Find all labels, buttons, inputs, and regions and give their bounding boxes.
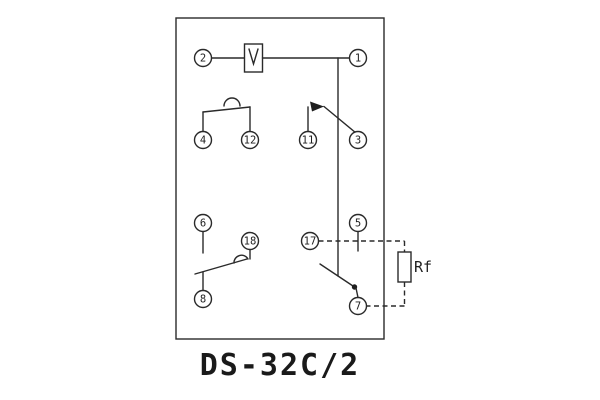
contact-5-7 — [319, 230, 359, 299]
coil-v-mark — [248, 48, 259, 67]
diagram-border — [175, 17, 385, 340]
terminal-number: 11 — [302, 135, 315, 147]
coil-box — [243, 43, 264, 73]
terminal-circle — [240, 231, 260, 251]
contact-blade-7 — [319, 263, 357, 289]
terminal-17: 17 — [300, 231, 320, 251]
terminal-circle — [348, 296, 368, 316]
terminal-circle — [348, 130, 368, 150]
resistor-label: Rf — [414, 258, 432, 276]
terminal-number: 1 — [355, 53, 361, 65]
contact-blade-8-18 — [194, 258, 248, 275]
terminal-circle — [300, 231, 320, 251]
coil-circuit — [210, 43, 351, 73]
terminal-11: 11 — [298, 130, 318, 150]
terminal-number: 3 — [355, 135, 361, 147]
terminal-12: 12 — [240, 130, 260, 150]
terminal-number: 6 — [200, 218, 206, 230]
terminal-8: 8 — [193, 289, 213, 309]
terminal-number: 17 — [304, 236, 317, 248]
contact-6-18-8 — [194, 230, 251, 292]
wire-terminal7-up — [355, 287, 359, 299]
terminal-1: 1 — [348, 48, 368, 68]
terminal-circle — [193, 289, 213, 309]
external-resistor-circuit: Rf — [318, 240, 432, 307]
delay-arc-icon — [223, 97, 241, 107]
terminal-number: 5 — [355, 218, 361, 230]
contact-blade-11-3 — [323, 105, 357, 134]
terminal-2: 2 — [193, 48, 213, 68]
terminal-circle — [193, 130, 213, 150]
terminal-3: 3 — [348, 130, 368, 150]
terminal-5: 5 — [348, 213, 368, 233]
terminal-4: 4 — [193, 130, 213, 150]
terminal-number: 7 — [355, 301, 361, 313]
terminal-circle — [348, 48, 368, 68]
coil-symbol — [243, 43, 264, 73]
terminal-circle — [298, 130, 318, 150]
terminal-circle — [348, 213, 368, 233]
contact-blade-4-12 — [202, 106, 251, 113]
terminal-circle — [193, 213, 213, 233]
diagram-title: DS-32C/2 — [200, 348, 361, 383]
terminal-7: 7 — [348, 296, 368, 316]
terminal-18: 18 — [240, 231, 260, 251]
terminal-number: 12 — [244, 135, 257, 147]
delay-arc-icon — [233, 254, 249, 264]
terminal-number: 8 — [200, 294, 206, 306]
resistor-rf-box — [397, 251, 412, 283]
terminal-number: 18 — [244, 236, 257, 248]
terminal-number: 4 — [200, 135, 206, 147]
contact-11-3 — [307, 101, 357, 134]
arrow-icon — [310, 101, 324, 112]
terminal-circle — [193, 48, 213, 68]
terminal-circle — [240, 130, 260, 150]
contact-4-12 — [202, 97, 251, 133]
terminal-6: 6 — [193, 213, 213, 233]
terminal-number: 2 — [200, 53, 206, 65]
